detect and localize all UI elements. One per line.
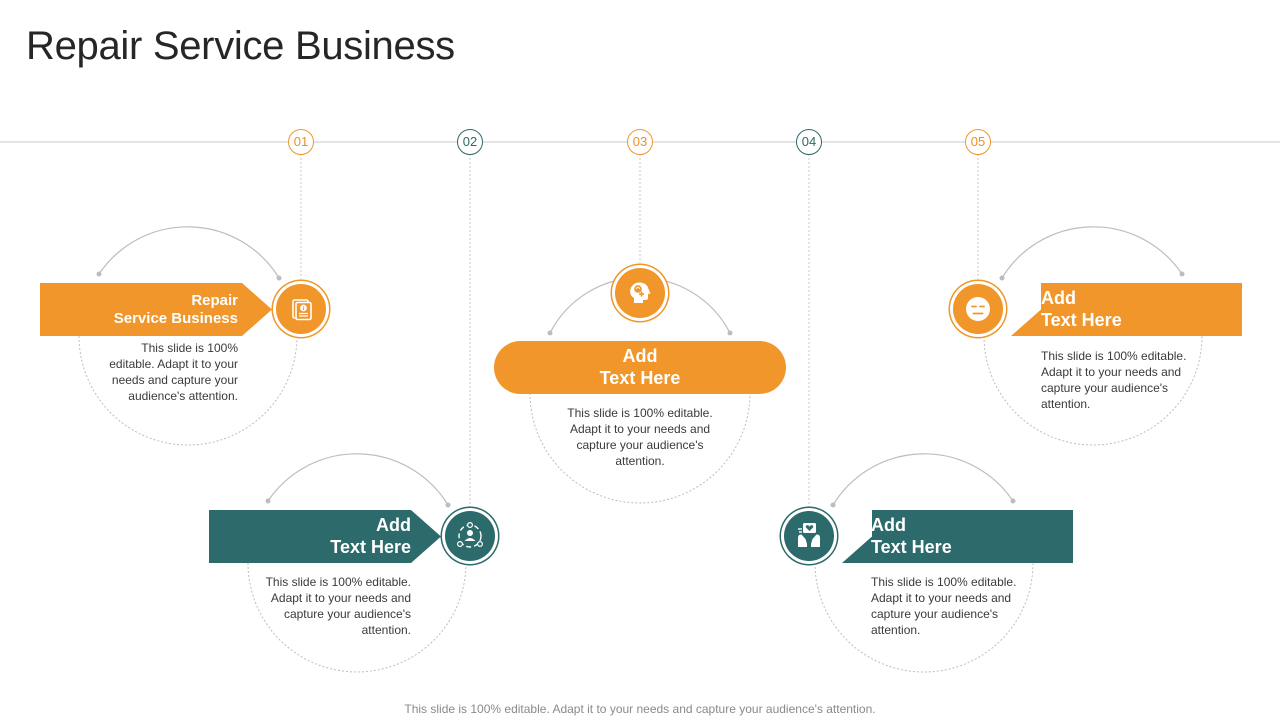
step-icon-04 [784,511,834,561]
step-heading-line2: Text Here [599,367,681,388]
step-heading-line2: Text Here [330,536,411,557]
step-number-04: 04 [796,129,822,155]
step-heading-line1: Add [1041,288,1076,309]
step-number-01: 01 [288,129,314,155]
step-banner-03: Add Text Here [494,341,786,394]
step-heading-line2: Text Here [1041,309,1122,330]
dashed-circle-03 [529,392,751,504]
step-banner-01: Repair Service Business [40,283,272,336]
step-heading-line1: Repair [191,291,238,309]
step-banner-04: Add Text Here [842,510,1073,563]
step-description-02: This slide is 100% editable. Adapt it to… [265,575,411,637]
step-description-05: This slide is 100% editable. Adapt it to… [1041,349,1187,411]
slide-title: Repair Service Business [26,24,455,68]
hands-heart-icon [798,523,820,547]
user-network-icon [456,521,484,548]
step-heading-line1: Add [622,346,658,367]
step-icon-05 [953,284,1003,334]
step-icon-01 [276,284,326,334]
neutral-face-icon [966,297,990,321]
step-icon-02 [445,511,495,561]
footer-note: This slide is 100% editable. Adapt it to… [404,702,876,716]
step-heading-line2: Service Business [113,309,238,327]
mind-health-icon [630,282,651,303]
arc-02 [267,453,449,506]
step-banner-05: Add Text Here [1011,283,1242,336]
step-heading-line2: Text Here [871,536,952,557]
step-description-01: This slide is 100% editable. Adapt it to… [109,341,238,403]
step-number-05: 05 [965,129,991,155]
step-banner-02: Add Text Here [209,510,441,563]
step-icon-03 [615,268,665,318]
step-description-04: This slide is 100% editable. Adapt it to… [871,575,1017,637]
step-heading-line1: Add [376,515,411,536]
document-info-icon [292,299,312,321]
step-heading-line1: Add [871,515,906,536]
arc-04 [832,453,1014,506]
step-description-03: This slide is 100% editable. Adapt it to… [567,406,713,468]
arc-05 [1001,226,1183,279]
arc-01 [98,226,280,279]
step-number-03: 03 [627,129,653,155]
step-number-02: 02 [457,129,483,155]
